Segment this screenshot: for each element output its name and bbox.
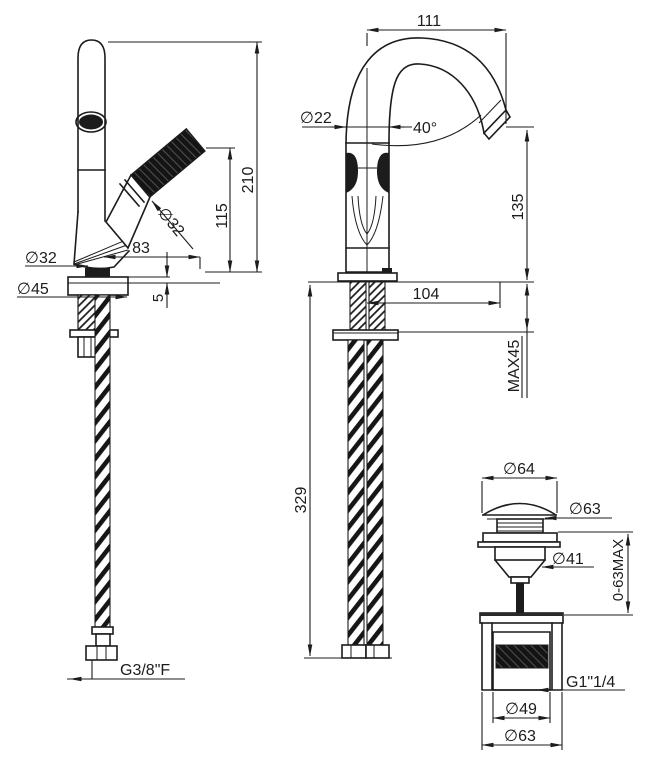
dim-spout-reach: 111 bbox=[417, 13, 441, 30]
front-view: 111 ∅22 40° 135 MAX45 104 329 bbox=[293, 13, 534, 659]
drain-view: ∅64 ∅63 ∅41 0-63MAX G1"1/4 ∅49 ∅63 bbox=[477, 461, 633, 750]
spout-outline bbox=[345, 37, 507, 273]
handle-profile-right bbox=[377, 152, 389, 193]
supply-hose bbox=[94, 294, 111, 628]
drain-cap-dome bbox=[481, 502, 558, 517]
base-flange-front bbox=[337, 272, 398, 282]
tail-top-plate-edge bbox=[480, 613, 563, 616]
side-view: 210 115 ∅32 83 ∅32 ∅45 5 G3/8"F bbox=[17, 39, 262, 682]
body-curve-inner bbox=[357, 195, 377, 235]
threaded-shank bbox=[349, 280, 367, 333]
leader-handle-diameter bbox=[151, 200, 194, 250]
hose-collar bbox=[91, 626, 114, 635]
neck-ring bbox=[123, 178, 146, 204]
dim-base-diameter: ∅45 bbox=[17, 281, 49, 298]
hose-end-nut bbox=[85, 645, 118, 661]
drain-body bbox=[494, 546, 546, 561]
spout-tip-inner-line bbox=[478, 99, 502, 124]
cone-fan-line bbox=[73, 243, 131, 265]
tail-knurl-band bbox=[495, 644, 549, 669]
under-counter-washer bbox=[332, 329, 399, 341]
neck-ring bbox=[118, 182, 141, 208]
dim-outlet-height: 135 bbox=[510, 194, 527, 221]
hose-end-nut bbox=[341, 644, 367, 659]
hose-end-nut bbox=[365, 644, 390, 659]
mounting-nut bbox=[77, 336, 98, 358]
dim-cap-diameter: ∅63 bbox=[569, 501, 601, 518]
dim-tail-inner-diameter: ∅49 bbox=[505, 701, 537, 718]
drain-step bbox=[510, 576, 530, 584]
handle-profile-left bbox=[346, 152, 358, 193]
supply-hose bbox=[366, 339, 384, 646]
dim-cap-top-diameter: ∅64 bbox=[503, 461, 535, 478]
dim-handle-height: 115 bbox=[214, 203, 231, 229]
dim-height-range: 0-63MAX bbox=[610, 539, 627, 602]
dim-waste-thread: G1"1/4 bbox=[566, 674, 615, 691]
base-cone-left-edge bbox=[73, 211, 79, 265]
drain-taper bbox=[493, 558, 547, 579]
mounting-washer bbox=[69, 329, 119, 338]
tail-outer-walls bbox=[481, 622, 563, 691]
dim-neck-diameter: ∅32 bbox=[25, 250, 57, 267]
threaded-shank bbox=[368, 280, 386, 333]
dim-max-deck-thickness: MAX45 bbox=[506, 340, 523, 393]
drain-flange bbox=[482, 532, 558, 543]
dim-total-height: 210 bbox=[240, 167, 257, 194]
knurled-handle bbox=[130, 127, 206, 199]
cone-fan-line bbox=[73, 249, 129, 266]
dim-spout-angle: 40° bbox=[413, 120, 437, 137]
base-flange bbox=[67, 276, 129, 296]
dim-supply-thread: G3/8"F bbox=[120, 662, 170, 679]
dim-hose-drop: 329 bbox=[293, 487, 310, 514]
body-curve-outer bbox=[351, 195, 384, 246]
faucet-body-outline bbox=[77, 39, 106, 222]
spout-hole bbox=[79, 114, 103, 130]
supply-hose bbox=[347, 339, 365, 646]
tail-cartridge bbox=[492, 631, 551, 691]
hose-tube-end bbox=[95, 633, 111, 647]
dim-base-plate-height: 5 bbox=[150, 294, 167, 302]
flange-set-block bbox=[382, 268, 392, 273]
dim-spout-to-handle: 83 bbox=[132, 240, 150, 257]
dim-outlet-reach: 104 bbox=[413, 286, 440, 303]
spout-hole-outline bbox=[75, 111, 107, 133]
mounting-stud bbox=[77, 294, 98, 331]
dim-spout-tube-diameter: ∅22 bbox=[300, 110, 332, 127]
dim-tail-outer-diameter: ∅63 bbox=[504, 728, 536, 745]
drain-stem bbox=[516, 583, 524, 614]
angle-arc bbox=[371, 114, 482, 147]
base-neck-band bbox=[85, 268, 110, 277]
dim-body-diameter: ∅41 bbox=[552, 551, 584, 568]
